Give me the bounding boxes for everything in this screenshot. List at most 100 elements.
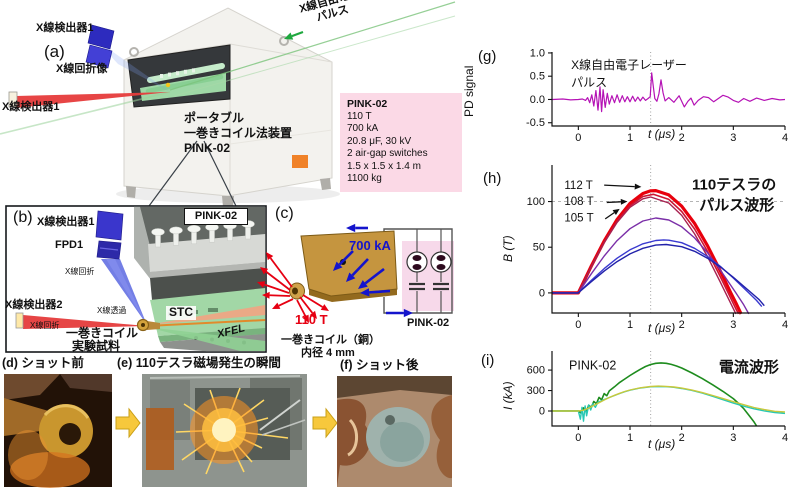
air-gap-switch-icon	[430, 251, 452, 273]
illustration-canvas	[0, 1, 456, 488]
svg-text:X線自由電子レーザー: X線自由電子レーザー	[571, 57, 687, 72]
coil-bore-label: 内径 4 mm	[301, 347, 355, 359]
chart-i-xlabel: t (μs)	[648, 437, 676, 451]
panel-a-label: (a)	[44, 42, 65, 61]
svg-text:0: 0	[575, 432, 581, 444]
spec-box: PINK-02 110 T 700 kA 20.8 μF, 30 kV 2 ai…	[340, 93, 462, 192]
orange-sticker	[292, 155, 308, 168]
xfel-beam-b	[147, 327, 266, 351]
svg-text:パルス: パルス	[571, 75, 607, 89]
svg-text:-0.5: -0.5	[526, 117, 545, 129]
svg-text:0: 0	[575, 319, 581, 331]
detector-tip-a	[8, 91, 18, 108]
c-pink02-label: PINK-02	[407, 317, 450, 329]
chart-h-panel-label: (h)	[483, 170, 502, 187]
xfel-beam-a	[0, 1, 456, 135]
chart-g-ylabel: PD signal	[462, 65, 476, 117]
svg-text:3: 3	[730, 132, 736, 144]
svg-text:2: 2	[679, 432, 685, 444]
svg-text:4: 4	[782, 432, 788, 444]
photo-before-shot	[4, 374, 112, 488]
device-caption: ポータブル 一巻きコイル法装置 PINK-02	[184, 111, 292, 156]
svg-text:100: 100	[527, 196, 545, 208]
current-700ka-label: 700 kA	[349, 238, 391, 253]
photo-after-shot	[337, 376, 452, 487]
capacitor-icon	[409, 282, 449, 291]
lifting-ring-icon	[279, 36, 289, 46]
svg-text:パルス波形: パルス波形	[699, 196, 774, 214]
lifting-ring-icon	[129, 47, 139, 57]
diffraction-beam-blue	[101, 259, 147, 325]
svg-text:1: 1	[627, 319, 633, 331]
panel-b-label: (b)	[13, 209, 33, 226]
capacitor-bank-box	[402, 241, 454, 311]
sample-label-line1: 一巻きコイル	[66, 326, 139, 340]
chart-g-panel-label: (g)	[478, 48, 497, 65]
device-cabinet-illustration	[116, 7, 340, 207]
stc-label: STC	[166, 305, 196, 320]
detector1-left-label: X線検出器1	[2, 101, 60, 113]
svg-text:50: 50	[533, 242, 545, 254]
b-pink02-box: PINK-02	[184, 208, 248, 225]
chart-i-ylabel: I (kA)	[501, 381, 515, 410]
panel-f-label: (f) ショット後	[340, 358, 419, 372]
air-gap-switch-icon	[406, 251, 428, 273]
spec-line: 2 air-gap switches	[347, 148, 428, 159]
device-caption-line1: ポータブル	[184, 111, 245, 125]
svg-text:2: 2	[679, 319, 685, 331]
b-detector1-label: X線検出器1	[37, 216, 95, 228]
arrow-right-icon	[312, 407, 338, 439]
svg-text:1: 1	[627, 132, 633, 144]
svg-text:0: 0	[539, 406, 545, 418]
diffraction-image-label: X線回折像	[56, 63, 108, 75]
b-diffraction-red-label: X線回折	[30, 321, 60, 330]
sample-label-line2: 実験試料	[72, 339, 121, 353]
device-caption-line3: PINK-02	[184, 141, 231, 155]
svg-text:112 T: 112 T	[564, 180, 592, 192]
sample-label: 一巻きコイル 実験試料	[66, 327, 138, 353]
xray-detector1-icon-b	[95, 210, 124, 260]
spec-line: 1100 kg	[347, 173, 382, 184]
xray-beam-red-a	[16, 92, 170, 108]
device-caption-line2: 一巻きコイル法装置	[184, 126, 293, 140]
photo-during-shot	[142, 374, 307, 487]
diffraction-beam-red	[23, 315, 147, 329]
magnification-callout-lines	[148, 140, 237, 207]
svg-text:電流波形: 電流波形	[719, 358, 779, 376]
coil-bore-hole	[292, 287, 298, 295]
svg-text:3: 3	[730, 432, 736, 444]
svg-text:3: 3	[730, 319, 736, 331]
b-diffraction-blue-label: X線回折	[65, 267, 95, 276]
xray-detector1-icon-a	[85, 24, 115, 69]
circuit-diagram	[383, 228, 454, 314]
spec-line: 110 T	[347, 110, 372, 122]
panel-d-label: (d) ショット前	[2, 356, 84, 370]
svg-text:110テスラの: 110テスラの	[692, 177, 776, 194]
detector-tip-b	[15, 312, 24, 329]
chart-current: 0 300 600 0 1 2 3 4 PINK-02 電流波形	[527, 351, 788, 444]
svg-text:0: 0	[575, 132, 581, 144]
spec-line: 20.8 μF, 30 kV	[347, 135, 412, 147]
b-transmission-label: X線透過	[97, 306, 127, 315]
svg-text:108 T: 108 T	[564, 196, 593, 208]
diffraction-cone-a	[96, 40, 170, 92]
beams-b	[15, 259, 266, 351]
svg-text:4: 4	[782, 132, 788, 144]
svg-text:600: 600	[527, 365, 545, 377]
svg-text:0: 0	[539, 287, 545, 299]
spec-line: 1.5 x 1.5 x 1.4 m	[347, 160, 421, 172]
coil-copper-label: 一巻きコイル（銅）	[281, 334, 380, 346]
detector1-top-label: X線検出器1	[36, 22, 94, 34]
svg-text:300: 300	[527, 385, 545, 397]
field-110t-label: 110 T	[295, 312, 328, 327]
svg-text:PINK-02: PINK-02	[569, 358, 616, 372]
arrow-right-icon	[115, 407, 141, 439]
chart-h-ylabel: B (T)	[501, 235, 515, 262]
panel-e-label: (e) 110テスラ磁場発生の瞬間	[117, 356, 281, 370]
spec-box-title: PINK-02	[347, 98, 388, 110]
chart-i-panel-label: (i)	[481, 352, 495, 369]
svg-text:1: 1	[627, 432, 633, 444]
